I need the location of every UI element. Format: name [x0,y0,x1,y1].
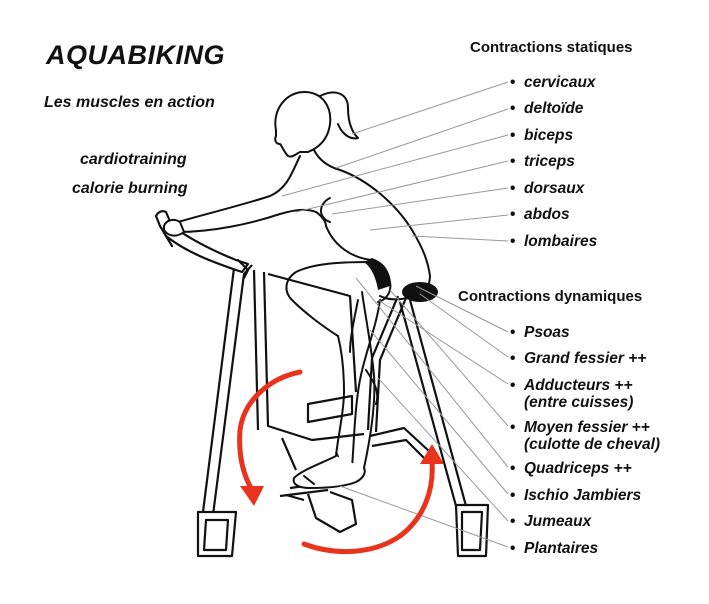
muscle-label: Ischio Jambiers [524,487,642,504]
arrow-head-right [420,444,444,464]
muscle-label: cervicaux [524,74,596,91]
bullet: • [510,540,516,557]
rotation-arc-top [237,369,303,493]
muscle-label: triceps [524,153,575,170]
muscle-item-abdos: • abdos [510,206,570,223]
muscle-label: abdos [524,206,570,223]
bullet: • [510,233,516,250]
handlebar [154,210,250,280]
muscle-label: dorsaux [524,180,585,197]
bullet: • [510,74,516,91]
muscle-label: lombaires [524,233,598,250]
bullet: • [510,206,516,223]
muscle-label: Jumeaux [524,513,592,530]
subtitle: Les muscles en action [44,94,215,111]
muscle-item-deltoide: • deltoïde [510,100,584,117]
page-title: AQUABIKING [46,40,225,70]
pedal-rotation-arrows [237,369,435,554]
bullet: • [510,513,516,530]
muscle-item-quadriceps: • Quadriceps ++ [510,460,632,477]
muscle-item-plantaires: • Plantaires [510,540,599,557]
muscle-item-grand-fessier: • Grand fessier ++ [510,350,647,367]
bike-frame [196,261,490,558]
muscle-item-adducteurs: • Adducteurs ++(entre cuisses) [510,377,634,411]
bullet: • [510,153,516,170]
muscle-item-psoas: • Psoas [510,324,570,341]
bullet: • [510,127,516,144]
bullet: • [510,100,516,117]
muscle-sublabel: (culotte de cheval) [524,436,661,453]
muscle-item-biceps: • biceps [510,127,574,144]
muscle-item-lombaires: • lombaires [510,233,598,250]
muscle-item-jumeaux: • Jumeaux [510,513,592,530]
tag-calorie-burning: calorie burning [72,180,188,197]
muscle-item-ischio-jambiers: • Ischio Jambiers [510,487,642,504]
arrow-head-left [240,486,264,506]
rotation-arc-bottom [301,459,435,554]
woman-figure [163,91,431,489]
bullet: • [510,350,516,367]
muscle-item-cervicaux: • cervicaux [510,74,596,91]
static-contractions-heading: Contractions statiques [470,39,633,56]
muscle-label: Quadriceps ++ [524,460,632,477]
muscle-label: deltoïde [524,100,584,117]
tag-cardiotraining: cardiotraining [80,151,187,168]
bullet: • [510,419,516,436]
muscle-label: Psoas [524,324,570,341]
bullet: • [510,460,516,477]
leader-lines [281,81,509,548]
muscle-label: Adducteurs ++ [524,377,633,394]
dynamic-contractions-heading: Contractions dynamiques [458,288,643,305]
muscle-label: Grand fessier ++ [524,350,647,367]
muscle-item-dorsaux: • dorsaux [510,180,585,197]
shorts [364,258,390,290]
muscle-item-triceps: • triceps [510,153,575,170]
muscle-label: Plantaires [524,540,599,557]
bullet: • [510,487,516,504]
bullet: • [510,324,516,341]
bullet: • [510,377,516,394]
bullet: • [510,180,516,197]
muscle-sublabel: (entre cuisses) [524,394,634,411]
muscle-item-moyen-fessier: • Moyen fessier ++(culotte de cheval) [510,419,661,453]
muscle-label: Moyen fessier ++ [524,419,650,436]
arrow-heads [240,444,444,506]
muscle-label: biceps [524,127,574,144]
